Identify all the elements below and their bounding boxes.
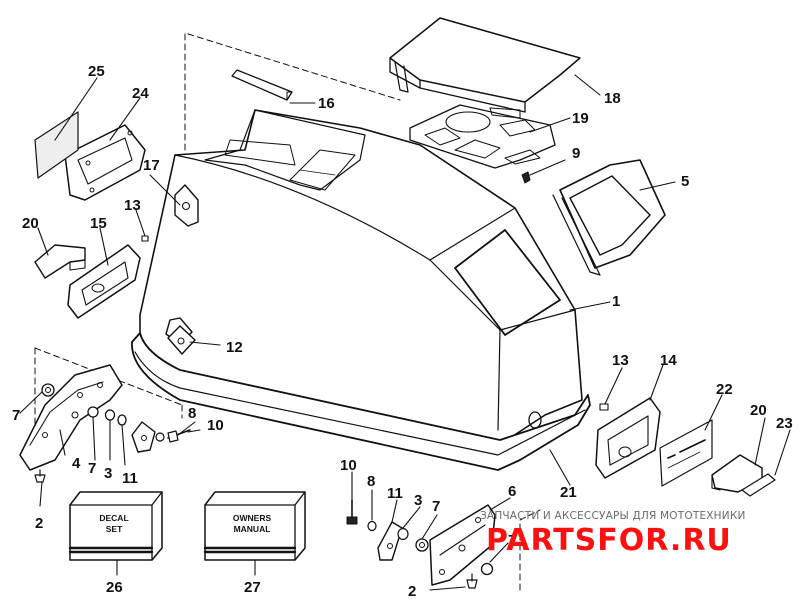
callout-7: 7 xyxy=(432,498,440,515)
callout-22: 22 xyxy=(716,381,733,398)
watermark-subtitle: ЗАПЧАСТИ И АКСЕССУАРЫ ДЛЯ МОТОТЕХНИКИ xyxy=(480,510,746,522)
callout-19: 19 xyxy=(572,110,589,127)
pin-left xyxy=(141,235,149,242)
right-decal xyxy=(659,419,713,487)
left-handle xyxy=(34,244,86,279)
callout-24: 24 xyxy=(132,85,149,102)
left-nut-2 xyxy=(87,406,99,418)
box-labels: DECAL SET OWNERS MANUAL xyxy=(99,513,271,534)
callout-21: 21 xyxy=(560,484,577,501)
right-bolt xyxy=(346,499,358,525)
screw xyxy=(521,171,531,184)
callout-1: 1 xyxy=(612,293,620,310)
upper-left-plate xyxy=(64,124,146,201)
left-washer xyxy=(104,409,116,421)
callout-13: 13 xyxy=(612,352,629,369)
callout-5: 5 xyxy=(681,173,689,190)
callout-10: 10 xyxy=(340,457,357,474)
left-bolt-washer xyxy=(155,432,165,442)
sticker xyxy=(34,111,79,179)
callout-26: 26 xyxy=(106,579,123,596)
callout-23: 23 xyxy=(776,415,793,432)
callout-7: 7 xyxy=(12,407,20,424)
right-foot xyxy=(466,573,478,589)
callout-3: 3 xyxy=(104,465,112,482)
callout-15: 15 xyxy=(90,215,107,232)
left-grommet-plate xyxy=(67,244,141,319)
left-spacer xyxy=(117,414,127,426)
bottom-seal xyxy=(131,332,591,471)
left-bolt xyxy=(167,429,191,443)
pin-right xyxy=(599,403,609,411)
callout-11: 11 xyxy=(387,485,403,502)
left-clip xyxy=(131,421,156,453)
knob xyxy=(174,184,199,227)
right-clip xyxy=(377,521,403,561)
callout-11: 11 xyxy=(122,470,138,487)
rear-cover xyxy=(389,17,581,113)
owners-manual-box xyxy=(203,491,306,561)
callout-25: 25 xyxy=(88,63,105,80)
callout-8: 8 xyxy=(188,405,196,422)
grommet xyxy=(167,325,196,355)
callout-4: 4 xyxy=(72,455,81,472)
gasket xyxy=(409,104,556,169)
right-nut-2 xyxy=(480,562,494,576)
left-bracket xyxy=(19,364,123,471)
owners-manual-line2: MANUAL xyxy=(234,524,271,534)
side-window-frame xyxy=(552,159,666,276)
right-grommet-plate xyxy=(595,397,661,479)
callout-2: 2 xyxy=(408,583,416,600)
owners-manual-line1: OWNERS xyxy=(233,513,272,523)
callout-12: 12 xyxy=(226,339,243,356)
callout-27: 27 xyxy=(244,579,261,596)
callout-13: 13 xyxy=(124,197,141,214)
callout-20: 20 xyxy=(22,215,39,232)
callout-labels: 1 2 2 3 3 4 5 6 7 7 7 7 8 8 9 10 10 11 1… xyxy=(12,63,793,600)
right-bracket xyxy=(429,504,496,586)
callout-8: 8 xyxy=(367,473,375,490)
callout-6: 6 xyxy=(508,483,516,500)
callout-10: 10 xyxy=(207,417,224,434)
callout-7: 7 xyxy=(88,460,96,477)
callout-16: 16 xyxy=(318,95,335,112)
left-nut xyxy=(41,383,55,397)
callout-3: 3 xyxy=(414,492,422,509)
trim-strip xyxy=(231,69,293,101)
decal-set-line1: DECAL xyxy=(99,513,128,523)
callout-18: 18 xyxy=(604,90,621,107)
callout-9: 9 xyxy=(572,145,580,162)
callout-7: 7 xyxy=(508,532,516,549)
right-strip xyxy=(741,473,776,497)
right-nut xyxy=(415,538,429,552)
right-washer xyxy=(367,520,377,532)
callout-20: 20 xyxy=(750,402,767,419)
left-foot xyxy=(34,469,46,483)
callout-2: 2 xyxy=(35,515,43,532)
leader-lines xyxy=(19,74,791,591)
watermark: ЗАПЧАСТИ И АКСЕССУАРЫ ДЛЯ МОТОТЕХНИКИ PA… xyxy=(480,510,746,558)
callout-17: 17 xyxy=(143,157,160,174)
callout-14: 14 xyxy=(660,352,677,369)
decal-set-box xyxy=(68,491,163,561)
right-spacer xyxy=(397,527,409,541)
motor-cover xyxy=(139,109,583,446)
decal-set-line2: SET xyxy=(106,524,123,534)
watermark-brand: PARTSFOR.RU xyxy=(486,523,732,558)
